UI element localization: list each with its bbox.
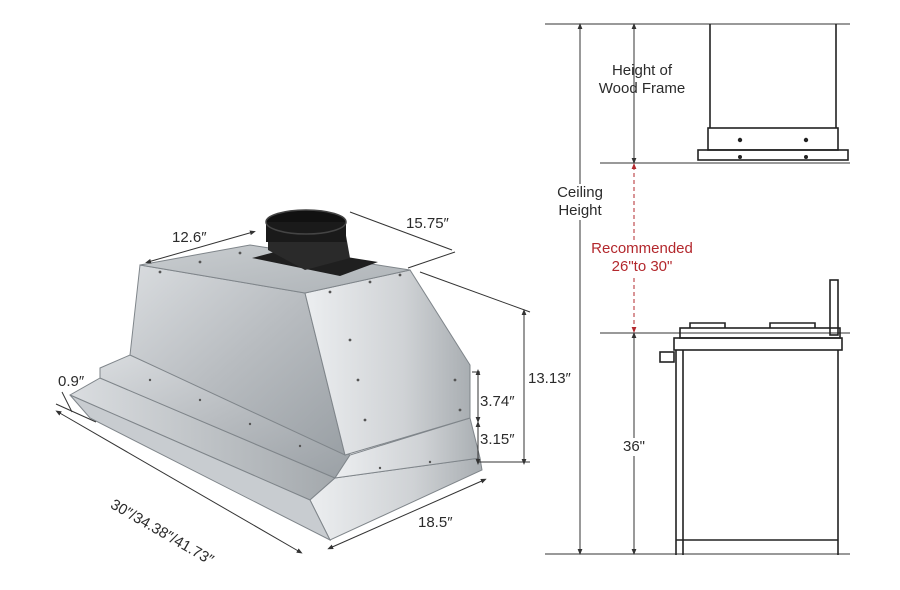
range-stove-side	[659, 279, 843, 555]
dim-depth: 18.5″	[418, 514, 453, 531]
label-wood-frame: Height of Wood Frame	[586, 62, 698, 98]
dim-total-height: 13.13″	[528, 370, 571, 387]
label-wood-frame-line2: Wood Frame	[598, 80, 686, 97]
duct-outlet-wall	[266, 222, 346, 242]
dim-duct-width: 15.75″	[406, 215, 449, 232]
label-ceiling-height: Ceiling Height	[552, 184, 608, 220]
install-side-view	[545, 23, 850, 555]
dim-duct-depth: 12.6″	[172, 229, 207, 246]
label-recommended-line2: 26"to 30"	[611, 258, 673, 275]
label-counter-height: 36"	[614, 438, 654, 456]
wood-frame-screws	[737, 137, 809, 159]
duct-outlet-rim	[265, 209, 347, 235]
label-ceiling-line2: Height	[558, 202, 602, 219]
hood-dimension-lines	[55, 211, 531, 554]
label-wood-frame-line1: Height of	[611, 62, 673, 79]
dim-base-height: 3.15″	[480, 431, 515, 448]
label-recommended: Recommended 26"to 30"	[584, 240, 700, 276]
label-recommended-line1: Recommended	[591, 240, 693, 257]
range-hood-illustration	[68, 209, 483, 542]
wood-frame-side	[697, 24, 849, 161]
dim-lip: 0.9″	[58, 373, 85, 390]
label-ceiling-line1: Ceiling	[557, 184, 603, 201]
dim-body-height: 3.74″	[480, 393, 515, 410]
